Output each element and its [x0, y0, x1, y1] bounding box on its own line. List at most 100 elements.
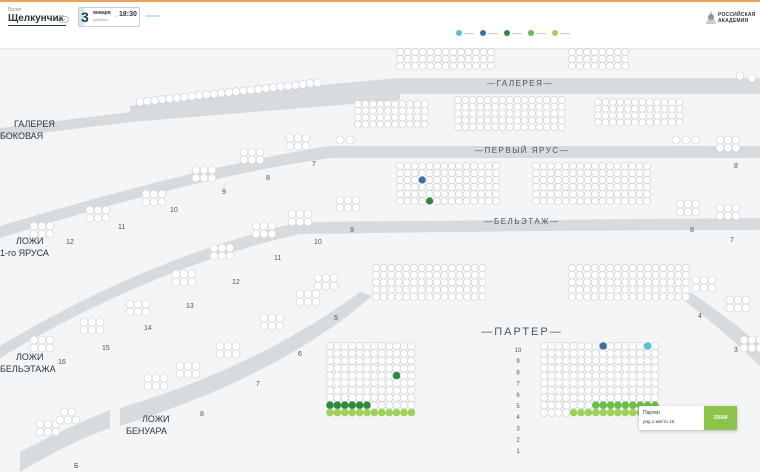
- seat[interactable]: [447, 278, 456, 287]
- seat[interactable]: [576, 371, 586, 380]
- seat[interactable]: [403, 48, 412, 56]
- seat[interactable]: [295, 297, 305, 307]
- seat[interactable]: [468, 102, 477, 111]
- seat[interactable]: [45, 229, 55, 239]
- seat[interactable]: [343, 195, 353, 205]
- seat[interactable]: [333, 408, 342, 417]
- seat[interactable]: [599, 393, 608, 402]
- seat[interactable]: [723, 143, 733, 153]
- seat[interactable]: [660, 111, 669, 120]
- seat[interactable]: [631, 104, 639, 113]
- seat[interactable]: [674, 271, 683, 280]
- seat[interactable]: [470, 162, 478, 170]
- seat[interactable]: [576, 364, 586, 373]
- seat[interactable]: [191, 173, 201, 183]
- seat[interactable]: [621, 371, 630, 380]
- seat[interactable]: [723, 211, 733, 221]
- seat[interactable]: [403, 190, 412, 198]
- seat[interactable]: [405, 120, 414, 129]
- seat[interactable]: [636, 264, 645, 273]
- seat[interactable]: [608, 98, 617, 106]
- seat[interactable]: [225, 243, 235, 253]
- seat[interactable]: [348, 401, 357, 410]
- seat[interactable]: [594, 104, 602, 113]
- seat[interactable]: [478, 278, 487, 287]
- seat[interactable]: [715, 135, 725, 145]
- seat[interactable]: [621, 285, 630, 294]
- seat[interactable]: [398, 100, 407, 108]
- seat[interactable]: [651, 292, 660, 301]
- seat[interactable]: [653, 98, 662, 106]
- seat[interactable]: [391, 100, 399, 108]
- seat[interactable]: [681, 264, 690, 273]
- seat[interactable]: [371, 278, 380, 287]
- seat[interactable]: [379, 278, 388, 287]
- seat[interactable]: [643, 349, 652, 358]
- seat[interactable]: [295, 289, 305, 299]
- seat[interactable]: [599, 408, 607, 417]
- seat[interactable]: [535, 116, 544, 125]
- seat[interactable]: [561, 183, 570, 191]
- seat[interactable]: [43, 427, 53, 437]
- seat[interactable]: [333, 356, 342, 365]
- seat[interactable]: [621, 278, 630, 287]
- seat[interactable]: [643, 378, 652, 388]
- seat[interactable]: [606, 183, 614, 191]
- seat[interactable]: [491, 123, 499, 132]
- seat[interactable]: [645, 111, 654, 120]
- seat[interactable]: [348, 371, 357, 380]
- seat[interactable]: [631, 118, 639, 127]
- seat[interactable]: [569, 162, 577, 170]
- seat[interactable]: [666, 285, 675, 294]
- seat[interactable]: [613, 183, 622, 191]
- seat[interactable]: [335, 135, 345, 145]
- seat[interactable]: [635, 190, 644, 198]
- seat[interactable]: [591, 190, 600, 198]
- seat[interactable]: [576, 176, 585, 184]
- seat[interactable]: [592, 408, 600, 417]
- seat[interactable]: [313, 78, 322, 88]
- seat[interactable]: [731, 135, 741, 145]
- seat[interactable]: [598, 264, 607, 273]
- seat[interactable]: [605, 285, 614, 294]
- seat[interactable]: [462, 190, 471, 198]
- seat[interactable]: [477, 169, 486, 177]
- seat[interactable]: [199, 173, 209, 183]
- seat[interactable]: [417, 292, 426, 301]
- seat[interactable]: [376, 100, 385, 108]
- seat[interactable]: [141, 299, 151, 309]
- seat[interactable]: [394, 292, 403, 301]
- seat[interactable]: [532, 169, 540, 177]
- seat[interactable]: [659, 264, 668, 273]
- seat[interactable]: [333, 364, 342, 373]
- seat[interactable]: [561, 197, 570, 205]
- seat[interactable]: [157, 95, 167, 104]
- seat[interactable]: [591, 176, 600, 184]
- seat[interactable]: [636, 341, 645, 351]
- seat[interactable]: [539, 356, 549, 365]
- seat[interactable]: [285, 133, 295, 143]
- seat[interactable]: [468, 96, 477, 104]
- seat[interactable]: [379, 271, 388, 280]
- seat[interactable]: [483, 102, 492, 111]
- seat[interactable]: [399, 349, 409, 358]
- tooltip-price-button[interactable]: 1500₽: [704, 406, 737, 430]
- seat[interactable]: [601, 104, 610, 113]
- seat[interactable]: [468, 109, 477, 118]
- seat[interactable]: [441, 48, 450, 56]
- seat[interactable]: [623, 104, 632, 113]
- seat[interactable]: [583, 271, 592, 280]
- seat[interactable]: [584, 341, 593, 351]
- seat[interactable]: [547, 386, 556, 395]
- seat[interactable]: [550, 109, 559, 118]
- seat[interactable]: [407, 356, 416, 365]
- seat[interactable]: [355, 371, 364, 380]
- seat[interactable]: [411, 62, 420, 70]
- seat[interactable]: [399, 341, 409, 351]
- seat[interactable]: [392, 386, 401, 395]
- seat[interactable]: [576, 197, 585, 205]
- seat[interactable]: [135, 97, 145, 107]
- seat[interactable]: [377, 364, 386, 373]
- seat[interactable]: [462, 176, 471, 184]
- seat[interactable]: [567, 278, 576, 287]
